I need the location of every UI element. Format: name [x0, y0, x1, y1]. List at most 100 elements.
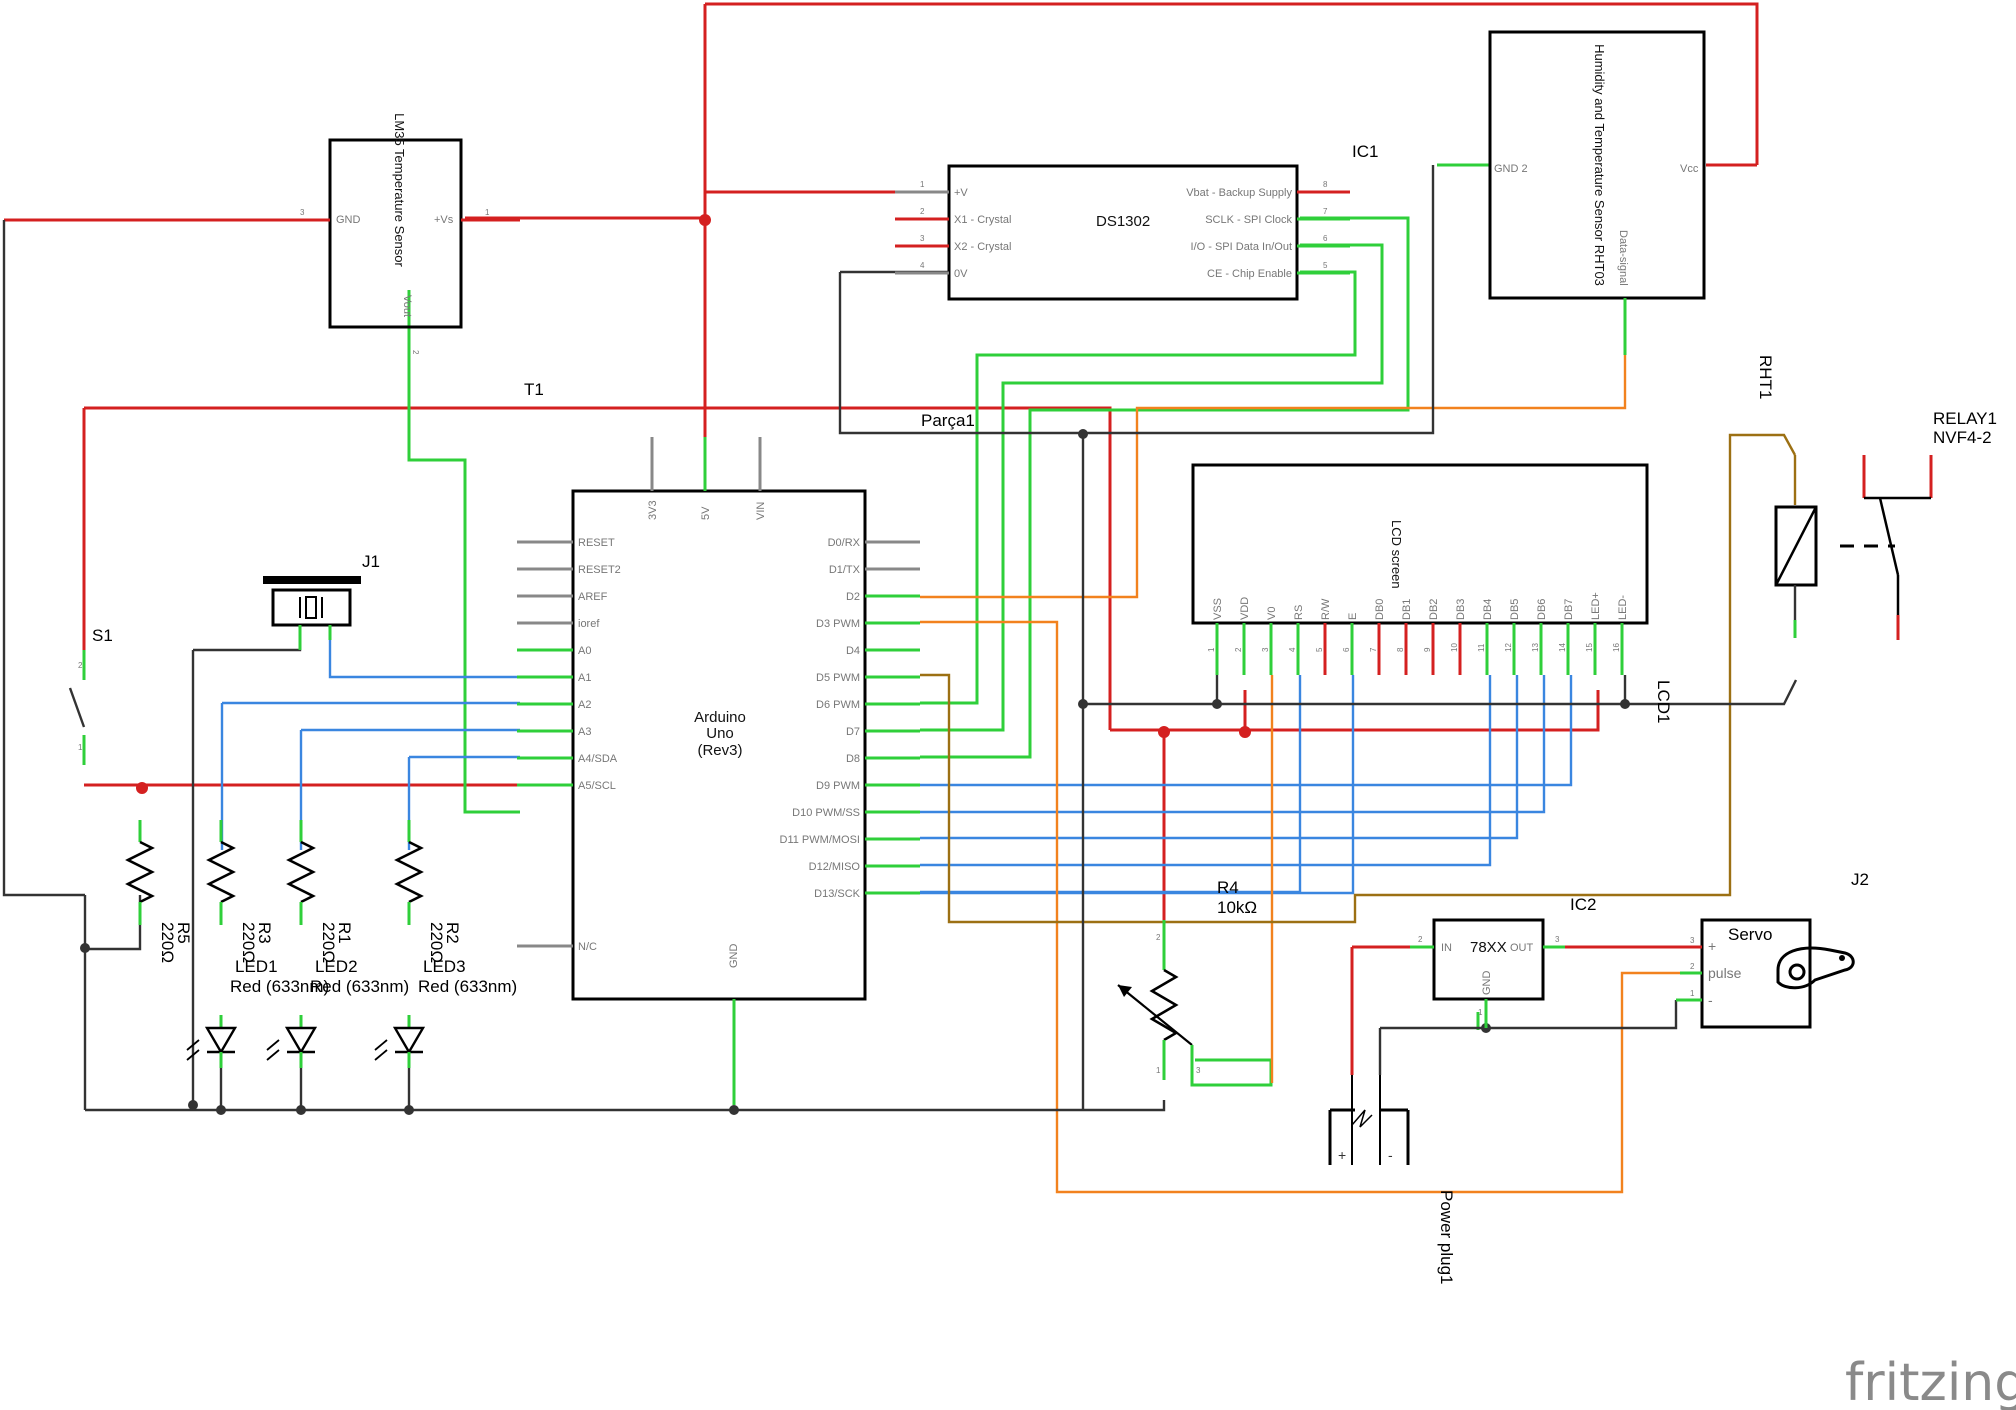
lcd-pin-number: 12: [1504, 643, 1513, 652]
arduino-right-pin-label: D0/RX: [828, 537, 861, 549]
arduino-right-pin-label: D2: [846, 591, 860, 603]
svg-text:1: 1: [1690, 989, 1695, 998]
lcd-title: LCD screen: [1389, 520, 1404, 589]
arduino-left-pin-label: A5/SCL: [578, 780, 616, 792]
label-s1: S1: [92, 626, 113, 645]
part-labels: T1 Parça1 RHT1 RELAY1 NVF4-2 LCD1 J1 S1 …: [92, 355, 1997, 1285]
junction-gnd-10: [729, 1105, 739, 1115]
lcd-pin-label: LED-: [1617, 595, 1629, 620]
light-emission-icon: [266, 1039, 280, 1061]
resistor-ref: R2: [443, 922, 462, 944]
lcd-pin-number: 15: [1585, 643, 1594, 652]
led-value: Red (633nm): [310, 977, 409, 996]
regulator-out-pin: OUT: [1510, 942, 1534, 954]
lcd-pin-label: DB1: [1401, 599, 1413, 620]
rht03-sensor: GND 2 Vcc Data-signal Humidity and Tempe…: [1488, 30, 1706, 355]
relay-rht1: [1774, 455, 1933, 640]
regulator-ic2: 78XX IN OUT GND 2 3 1: [1410, 918, 1565, 1028]
junction-sda: [136, 782, 148, 794]
label-j1: J1: [362, 552, 380, 571]
j1-connector: [263, 576, 361, 650]
lcd-pin-label: DB0: [1374, 599, 1386, 620]
lcd-pin-label: DB5: [1509, 599, 1521, 620]
rtc-name: DS1302: [1096, 213, 1150, 230]
label-rht1: RHT1: [1756, 355, 1775, 399]
rtc-pin-number: 4: [920, 261, 925, 270]
arduino-top-pin-label: VIN: [755, 502, 767, 520]
lcd-pin-label: R/W: [1320, 598, 1332, 620]
lm35-sensor: 3 1 GND +Vs Vout 2 LM35 Temperature Sens…: [283, 113, 520, 355]
wires: [2, 2, 1798, 1194]
light-emission-icon: [186, 1039, 200, 1061]
junction-gnd-9: [404, 1105, 414, 1115]
j1-body: [271, 588, 352, 627]
lcd-pin-label: VSS: [1212, 598, 1224, 620]
lm35-body: [328, 138, 463, 329]
lcd-pin-number: 13: [1531, 643, 1540, 652]
label-lcd-ref: LCD1: [1654, 680, 1673, 723]
arduino-left-pin-label: A4/SDA: [578, 753, 618, 765]
label-parca1: Parça1: [921, 411, 975, 430]
rht03-vcc-pin: Vcc: [1680, 163, 1699, 175]
resistor-symbol: [286, 840, 316, 904]
arduino-right-pin-label: D4: [846, 645, 860, 657]
resistor-value: 220Ω: [427, 922, 446, 963]
lcd-pin-label: LED+: [1590, 592, 1602, 620]
lcd-pin-label: RS: [1293, 605, 1305, 620]
arduino-left-pin-label: A1: [578, 672, 591, 684]
arduino-right-pin-label: D12/MISO: [809, 861, 861, 873]
regulator-body: [1432, 918, 1545, 1001]
lcd-pin-label: DB4: [1482, 599, 1494, 620]
label-power-plug: Power plug1: [1437, 1190, 1456, 1285]
potentiometer-r4: 2 1 3: [1117, 920, 1271, 1087]
arduino-right-pin-label: D9 PWM: [816, 780, 860, 792]
servo-horn-icon: [1776, 946, 1855, 990]
lm35-gnd-pin: GND: [336, 214, 361, 226]
lcd-pin-number: 3: [1261, 647, 1270, 652]
junction-gnd: [1078, 429, 1088, 439]
lcd-pin-number: 6: [1342, 647, 1351, 652]
led-ref: LED3: [423, 957, 466, 976]
lcd-pin-number: 4: [1288, 647, 1297, 652]
rtc-pin-number: 3: [920, 234, 925, 243]
arduino-left-pin-label: A2: [578, 699, 591, 711]
lcd-pin-number: 5: [1315, 647, 1324, 652]
s1-pin-1: 1: [78, 743, 83, 752]
junction-gnd-6: [188, 1100, 198, 1110]
regulator-name: 78XX: [1470, 939, 1507, 956]
j1-cap: [263, 576, 361, 584]
rtc-pin-number: 1: [920, 180, 925, 189]
rht03-data-pin: Data-signal: [1617, 230, 1629, 286]
led-symbol: [284, 1026, 318, 1055]
label-t1: T1: [524, 380, 544, 399]
junction-gnd-5: [80, 943, 90, 953]
arduino-name-3: (Rev3): [697, 742, 742, 759]
lcd-pin-label: DB2: [1428, 599, 1440, 620]
rtc-pin-number: 5: [1323, 261, 1328, 270]
rtc-pin-label: +V: [954, 187, 968, 199]
label-relay-ref: RELAY1: [1933, 409, 1997, 428]
rtc-ref: IC1: [1352, 142, 1378, 161]
lcd-pin-number: 1: [1207, 647, 1216, 652]
led-ref: LED2: [315, 957, 358, 976]
led-symbol: [204, 1026, 238, 1055]
arduino-right-pin-label: D5 PWM: [816, 672, 860, 684]
label-j2: J2: [1851, 870, 1869, 889]
resistor-value: 220Ω: [319, 922, 338, 963]
junction-vdd-2: [1239, 726, 1251, 738]
rht03-body: [1488, 30, 1706, 300]
lcd-pin-number: 2: [1234, 647, 1243, 652]
arduino-name-1: Arduino: [694, 709, 746, 726]
arduino-right-pin-label: D10 PWM/SS: [792, 807, 860, 819]
servo-pulse-pin: pulse: [1708, 965, 1742, 981]
plug-plus: +: [1338, 1147, 1346, 1163]
power-plug: + -: [1328, 1075, 1410, 1165]
rtc-body: [947, 164, 1299, 301]
lcd-body: [1191, 463, 1649, 625]
led-symbol: [392, 1026, 426, 1055]
